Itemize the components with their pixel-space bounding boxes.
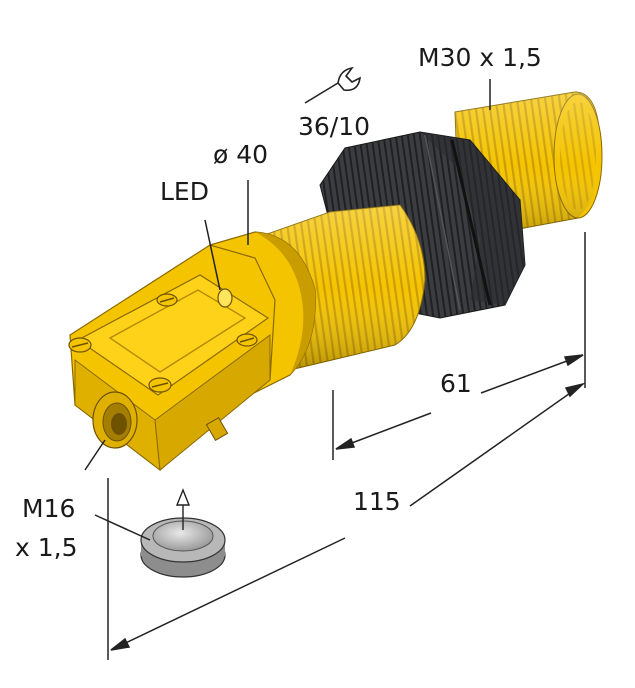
label-connector-line2: x 1,5 xyxy=(15,533,78,562)
wrench-icon xyxy=(304,66,362,104)
label-thread-main: M30 x 1,5 xyxy=(418,43,542,72)
arrow-up-icon xyxy=(175,488,191,530)
dimension-lines xyxy=(107,232,586,660)
label-wrench-size: 36/10 xyxy=(298,112,370,141)
label-dim-long: 115 xyxy=(353,487,401,516)
sensor-housing xyxy=(68,231,316,472)
label-dim-short: 61 xyxy=(440,369,472,398)
label-led: LED xyxy=(160,177,209,206)
protective-cap xyxy=(140,517,226,578)
leader-lines xyxy=(84,79,491,541)
label-connector-line1: M16 xyxy=(22,494,75,523)
led-window-icon xyxy=(217,288,233,308)
label-diameter: ø 40 xyxy=(213,140,268,169)
